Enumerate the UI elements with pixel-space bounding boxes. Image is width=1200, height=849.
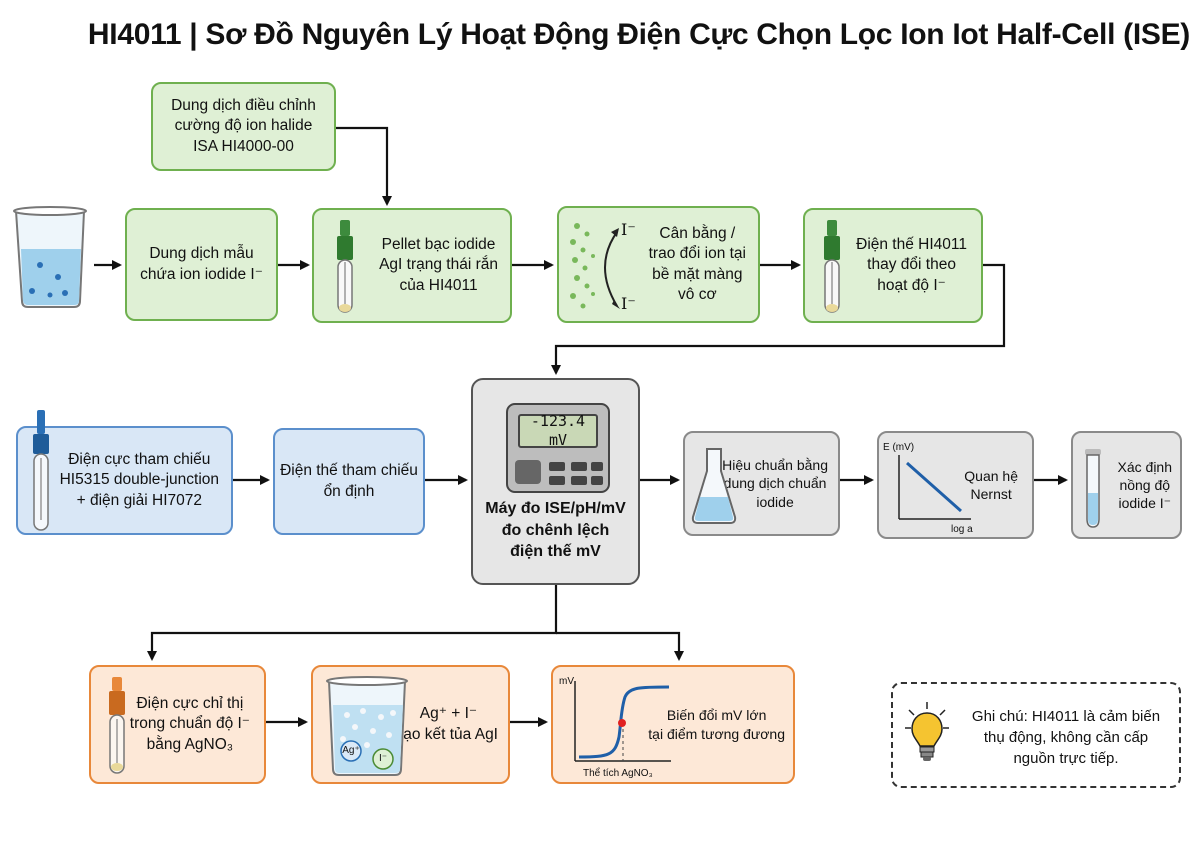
- titration-y-axis-label: mV: [559, 676, 574, 687]
- reference-electrode-label: Điện cực tham chiếu HI5315 double-juncti…: [59, 451, 219, 509]
- page-title: HI4011 | Sơ Đồ Nguyên Lý Hoạt Động Điện …: [87, 18, 1190, 51]
- ag-ion-label: Ag⁺: [342, 745, 360, 756]
- electrode-icon: [337, 220, 353, 313]
- ion-top-label: I⁻: [621, 220, 636, 239]
- calibration-label: Hiệu chuẩn bằng dung dịch chuẩn iodide: [722, 457, 828, 510]
- pellet-label: Pellet bạc iodide AgI trạng thái rắn của…: [379, 236, 498, 294]
- precipitate-label: Ag⁺ + I⁻ tạo kết tủa AgI: [398, 705, 498, 743]
- arrow-meter-down-right: [556, 631, 684, 661]
- nernst-box: E (mV) log a Quan hệ Nernst: [877, 431, 1034, 539]
- meter-label: Máy đo ISE/pH/mV đo chênh lệch điện thế …: [485, 500, 626, 561]
- sample-box: Dung dịch mẫu chứa ion iodide I⁻: [125, 208, 278, 321]
- meter-box: -123.4 mV Máy đo ISE/pH/mV đo chênh lệch…: [471, 378, 640, 585]
- arrow-isa-to-pellet: [336, 126, 392, 206]
- indicator-electrode-icon: [109, 677, 125, 774]
- indicator-label: Điện cực chỉ thị trong chuẩn độ I⁻ bằng …: [129, 695, 250, 753]
- titration-x-axis-label: Thể tích AgNO₃: [583, 768, 653, 779]
- note-box: Ghi chú: HI4011 là cảm biến thụ động, kh…: [891, 682, 1181, 788]
- nernst-plot-icon: [898, 455, 971, 520]
- titration-curve-icon: [574, 681, 671, 762]
- potential-label: Điện thế HI4011 thay đổi theo hoạt độ I⁻: [856, 236, 967, 294]
- indicator-box: Điện cực chỉ thị trong chuẩn độ I⁻ bằng …: [89, 665, 266, 784]
- electrode-icon: [824, 220, 840, 313]
- nernst-label: Quan hệ Nernst: [964, 467, 1018, 502]
- reference-potential-label: Điện thế tham chiếu ổn định: [280, 462, 418, 500]
- determine-label: Xác định nồng độ iodide I⁻: [1117, 458, 1172, 512]
- arrow-meter-down-left: [147, 585, 558, 661]
- note-text: Ghi chú: HI4011 là cảm biến thụ động, kh…: [971, 708, 1161, 767]
- test-tube-icon: [1085, 449, 1101, 528]
- calibration-box: Hiệu chuẩn bằng dung dịch chuẩn iodide: [683, 431, 840, 536]
- meter-display: -123.4 mV: [518, 412, 598, 449]
- isa-label: Dung dịch điều chỉnh cường độ ion halide…: [171, 97, 316, 155]
- reference-electrode-box: Điện cực tham chiếu HI5315 double-juncti…: [16, 410, 233, 535]
- determine-box: Xác định nồng độ iodide I⁻: [1071, 431, 1182, 539]
- precipitate-box: Ag⁺ I⁻ Ag⁺ + I⁻ tạo kết tủa AgI: [311, 665, 510, 784]
- ion-exchange-icon: [570, 223, 620, 309]
- flask-icon: [691, 448, 737, 524]
- lightbulb-icon: [905, 702, 949, 761]
- titration-box: mV Thể tích AgNO₃ Biến đổi mV lớn tại đi…: [551, 665, 795, 784]
- equilibrium-box: I⁻ I⁻ Cân bằng / trao đổi ion tại bề mặt…: [557, 206, 760, 323]
- pellet-box: Pellet bạc iodide AgI trạng thái rắn của…: [312, 208, 512, 323]
- i-ion-label: I⁻: [378, 753, 388, 764]
- potential-box: Điện thế HI4011 thay đổi theo hoạt độ I⁻: [803, 208, 983, 323]
- reference-electrode-icon: [33, 410, 49, 531]
- precipitate-beaker-icon: [326, 676, 408, 776]
- nernst-x-axis-label: log a: [951, 524, 973, 535]
- reference-potential-box: Điện thế tham chiếu ổn định: [273, 428, 425, 535]
- isa-box: Dung dịch điều chỉnh cường độ ion halide…: [151, 82, 336, 171]
- arrow-potential-to-meter: [551, 263, 1006, 375]
- titration-label: Biến đổi mV lớn tại điểm tương đương: [648, 707, 785, 742]
- equilibrium-label: Cân bằng / trao đổi ion tại bề mặt màng …: [648, 225, 746, 303]
- nernst-y-axis-label: E (mV): [883, 442, 915, 453]
- sample-label: Dung dịch mẫu chứa ion iodide I⁻: [140, 245, 263, 283]
- sample-beaker-icon: [13, 206, 87, 308]
- ion-bottom-label: I⁻: [621, 294, 636, 313]
